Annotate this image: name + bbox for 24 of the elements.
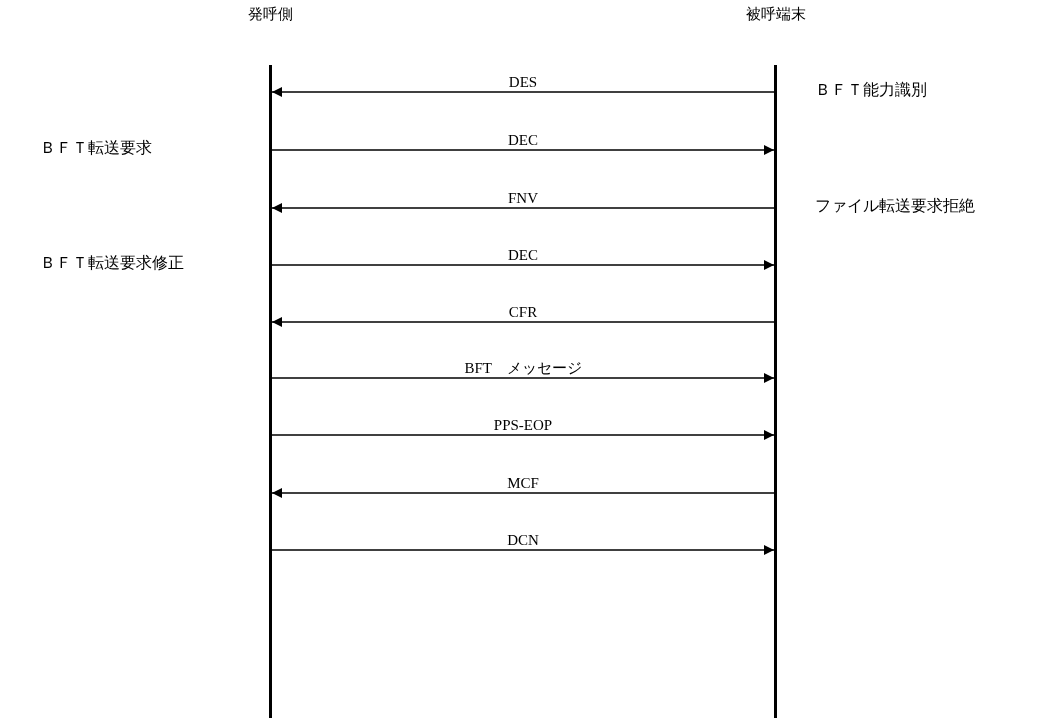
- step-note: ファイル転送要求拒絶: [815, 197, 975, 215]
- lifeline-heading: 発呼側: [248, 5, 293, 24]
- message-label: MCF: [507, 475, 539, 491]
- message-label: FNV: [508, 190, 538, 206]
- message-arrow: [271, 373, 775, 383]
- message-label: DES: [508, 74, 538, 90]
- step-note: ＢＦＴ転送要求修正: [40, 254, 184, 272]
- lifeline-heading: 被呼端末: [745, 5, 806, 24]
- message-label: PPS-EOP: [493, 417, 553, 433]
- message-arrow: [271, 260, 775, 270]
- message-arrow: [271, 145, 775, 155]
- message-label: DEC: [508, 132, 538, 148]
- message-label: BFT メッセージ: [464, 360, 582, 376]
- message-arrow: [271, 317, 775, 327]
- step-note: ＢＦＴ転送要求: [40, 139, 152, 157]
- message-arrow: [271, 430, 775, 440]
- message-label: DCN: [507, 532, 539, 548]
- message-arrow: [271, 545, 775, 555]
- message-arrow: [271, 203, 775, 213]
- message-label: CFR: [508, 304, 538, 320]
- message-arrow: [271, 488, 775, 498]
- step-note: ＢＦＴ能力識別: [815, 81, 927, 99]
- message-label: DEC: [508, 247, 538, 263]
- message-arrow: [271, 87, 775, 97]
